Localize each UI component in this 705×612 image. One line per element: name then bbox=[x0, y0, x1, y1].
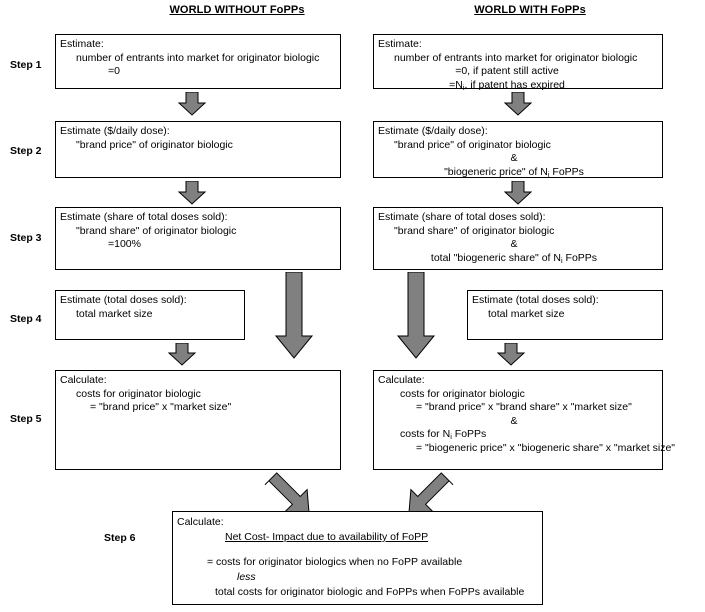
box-step5-left-line3: = "brand price" x "market size" bbox=[90, 401, 232, 413]
box-step1-left-line1: Estimate: bbox=[60, 38, 104, 50]
box-step5-left: Calculate: costs for originator biologic… bbox=[55, 370, 341, 470]
box-step5-left-line1: Calculate: bbox=[60, 374, 107, 386]
step-label-4: Step 4 bbox=[10, 313, 42, 325]
ni-subscript: i bbox=[560, 255, 563, 265]
box-step1-right-line1: Estimate: bbox=[378, 38, 422, 50]
ni-subscript: i bbox=[462, 82, 465, 92]
column-header-world-without-fopps: WORLD WITHOUT FoPPs bbox=[169, 4, 305, 16]
arrow-down-step4-step5-left bbox=[168, 343, 196, 366]
box-step1-right: Estimate: number of entrants into market… bbox=[373, 34, 663, 92]
box-step2-left: Estimate ($/daily dose): "brand price" o… bbox=[55, 121, 341, 178]
box-step3-right: Estimate (share of total doses sold): "b… bbox=[373, 207, 663, 270]
arrow-down-step1-step2-left bbox=[178, 92, 206, 116]
box-step5-right-line3: = "brand price" x "brand share" x "marke… bbox=[416, 401, 632, 413]
arrow-down-step4-step5-right bbox=[497, 343, 525, 366]
box-step6: Calculate: Net Cost- Impact due to avail… bbox=[172, 511, 543, 605]
ni-suffix: , if patent has expired bbox=[464, 78, 565, 91]
ni-prefix: total "biogeneric share" of N bbox=[430, 251, 561, 264]
ni-suffix: FoPPs bbox=[451, 428, 487, 440]
box-step4-left-line2: total market size bbox=[76, 307, 153, 320]
step-label-3: Step 3 bbox=[10, 232, 42, 244]
box-step3-right-line2: "brand share" of originator biologic bbox=[394, 224, 555, 237]
box-step3-left-line3: =100% bbox=[108, 238, 141, 250]
ni-suffix: FoPPs bbox=[549, 165, 584, 178]
box-step3-right-line4: total "biogeneric share" of Ni FoPPs bbox=[378, 252, 658, 266]
box-step5-right-line4: & bbox=[510, 414, 518, 427]
box-step4-left: Estimate (total doses sold): total marke… bbox=[55, 290, 245, 340]
box-step2-right-line4: "biogeneric price" of Ni FoPPs bbox=[378, 166, 658, 180]
arrow-down-step2-step3-right bbox=[504, 181, 532, 205]
box-step3-left-line1: Estimate (share of total doses sold): bbox=[60, 211, 228, 223]
box-step5-right-line5: costs for Ni FoPPs bbox=[378, 428, 658, 442]
arrow-diagonal-left-to-step6 bbox=[262, 470, 318, 516]
box-step6-line4: less bbox=[237, 571, 256, 583]
ni-prefix: "biogeneric price" of N bbox=[444, 165, 548, 178]
box-step1-left-line3: =0 bbox=[108, 65, 120, 77]
step-label-6: Step 6 bbox=[104, 532, 136, 544]
box-step3-right-line3: & bbox=[510, 238, 518, 250]
box-step3-left: Estimate (share of total doses sold): "b… bbox=[55, 207, 341, 270]
step-label-2: Step 2 bbox=[10, 145, 42, 157]
box-step4-left-line1: Estimate (total doses sold): bbox=[60, 294, 187, 306]
arrow-long-step3-step5-left bbox=[274, 272, 314, 360]
ni-prefix: costs for N bbox=[400, 428, 451, 440]
box-step1-right-line3: =0, if patent still active bbox=[455, 65, 559, 77]
box-step1-right-line2: number of entrants into market for origi… bbox=[394, 51, 638, 64]
column-header-world-with-fopps: WORLD WITH FoPPs bbox=[474, 4, 586, 16]
arrow-long-step3-step5-right bbox=[396, 272, 436, 360]
box-step4-right-line2: total market size bbox=[488, 307, 565, 320]
box-step3-left-line2: "brand share" of originator biologic bbox=[76, 224, 237, 237]
box-step2-left-line1: Estimate ($/daily dose): bbox=[60, 125, 170, 137]
box-step2-right-line3: & bbox=[510, 152, 518, 164]
arrow-down-step2-step3-left bbox=[178, 181, 206, 205]
box-step4-right: Estimate (total doses sold): total marke… bbox=[467, 290, 663, 340]
step-label-5: Step 5 bbox=[10, 413, 42, 425]
box-step1-left-line2: number of entrants into market for origi… bbox=[76, 51, 320, 64]
box-step4-right-line1: Estimate (total doses sold): bbox=[472, 294, 599, 306]
box-step6-spacer bbox=[177, 545, 538, 555]
box-step6-line3: = costs for originator biologics when no… bbox=[207, 556, 463, 568]
box-step6-line1: Calculate: bbox=[177, 516, 224, 528]
box-step2-right-line2: "brand price" of originator biologic bbox=[394, 138, 551, 151]
box-step3-right-line1: Estimate (share of total doses sold): bbox=[378, 211, 546, 223]
box-step1-left: Estimate: number of entrants into market… bbox=[55, 34, 341, 89]
box-step6-line5: total costs for originator biologic and … bbox=[215, 586, 525, 598]
step-label-1: Step 1 bbox=[10, 59, 42, 71]
arrow-diagonal-right-to-step6 bbox=[400, 470, 456, 516]
arrow-down-step1-step2-right bbox=[504, 92, 532, 116]
ni-prefix: =N bbox=[449, 78, 463, 91]
box-step5-right: Calculate: costs for originator biologic… bbox=[373, 370, 676, 470]
ni-subscript: i bbox=[450, 432, 452, 441]
box-step2-right: Estimate ($/daily dose): "brand price" o… bbox=[373, 121, 663, 180]
box-step1-right-line4: =Ni, if patent has expired bbox=[378, 79, 658, 93]
box-step5-left-line2: costs for originator biologic bbox=[76, 387, 201, 400]
box-step5-right-line6: = "biogeneric price" x "biogeneric share… bbox=[416, 441, 676, 454]
box-step6-line2: Net Cost- Impact due to availability of … bbox=[225, 531, 429, 543]
box-step5-right-line1: Calculate: bbox=[378, 374, 425, 386]
box-step5-right-line2: costs for originator biologic bbox=[400, 387, 525, 400]
box-step2-left-line2: "brand price" of originator biologic bbox=[76, 138, 233, 151]
ni-suffix: FoPPs bbox=[562, 251, 598, 264]
box-step2-right-line1: Estimate ($/daily dose): bbox=[378, 125, 488, 137]
ni-subscript: i bbox=[547, 169, 550, 179]
